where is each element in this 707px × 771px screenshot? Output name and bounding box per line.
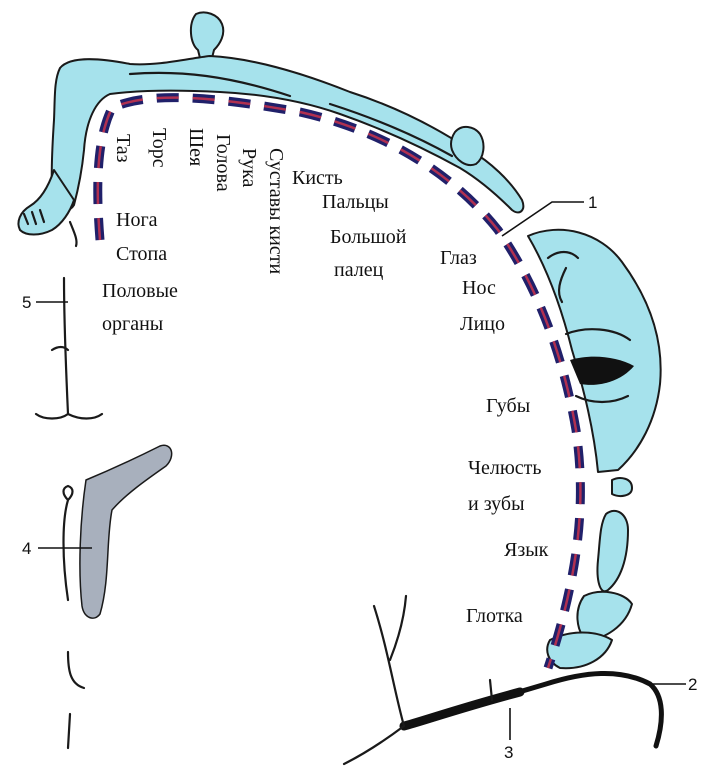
label-nose: Нос xyxy=(462,277,496,299)
label-tongue: Язык xyxy=(504,539,549,561)
label-wrist-joints: Суставы кисти xyxy=(265,148,287,274)
callout-2: 2 xyxy=(688,675,697,694)
label-neck: Шея xyxy=(185,128,207,166)
callout-1: 1 xyxy=(588,193,597,212)
label-hand: Кисть xyxy=(292,167,343,189)
callout-4: 4 xyxy=(22,539,31,558)
label-torso: Торс xyxy=(148,128,170,168)
label-face: Лицо xyxy=(460,313,505,335)
label-thumb-line2: палец xyxy=(334,259,384,281)
label-pelvis: Таз xyxy=(112,134,134,163)
label-jaw-line1: Челюсть xyxy=(468,457,542,479)
label-genitals-line2: органы xyxy=(102,313,163,335)
label-genitals-line1: Половые xyxy=(102,280,178,302)
horizontal-labels: Кисть Пальцы Большой палец Нога Стопа По… xyxy=(102,167,549,627)
face-figure xyxy=(528,230,661,472)
label-head: Голова xyxy=(212,134,234,192)
label-fingers: Пальцы xyxy=(322,191,389,213)
label-pharynx: Глотка xyxy=(466,605,523,627)
callout-3: 3 xyxy=(504,743,513,762)
left-figures xyxy=(36,278,172,748)
label-arm: Рука xyxy=(238,148,260,188)
label-lips: Губы xyxy=(486,395,530,417)
label-jaw-line2: и зубы xyxy=(468,493,525,515)
label-foot: Стопа xyxy=(116,243,167,265)
callout-5: 5 xyxy=(22,293,31,312)
label-leg: Нога xyxy=(116,209,158,231)
label-eye: Глаз xyxy=(440,247,477,269)
label-thumb-line1: Большой xyxy=(330,226,407,248)
